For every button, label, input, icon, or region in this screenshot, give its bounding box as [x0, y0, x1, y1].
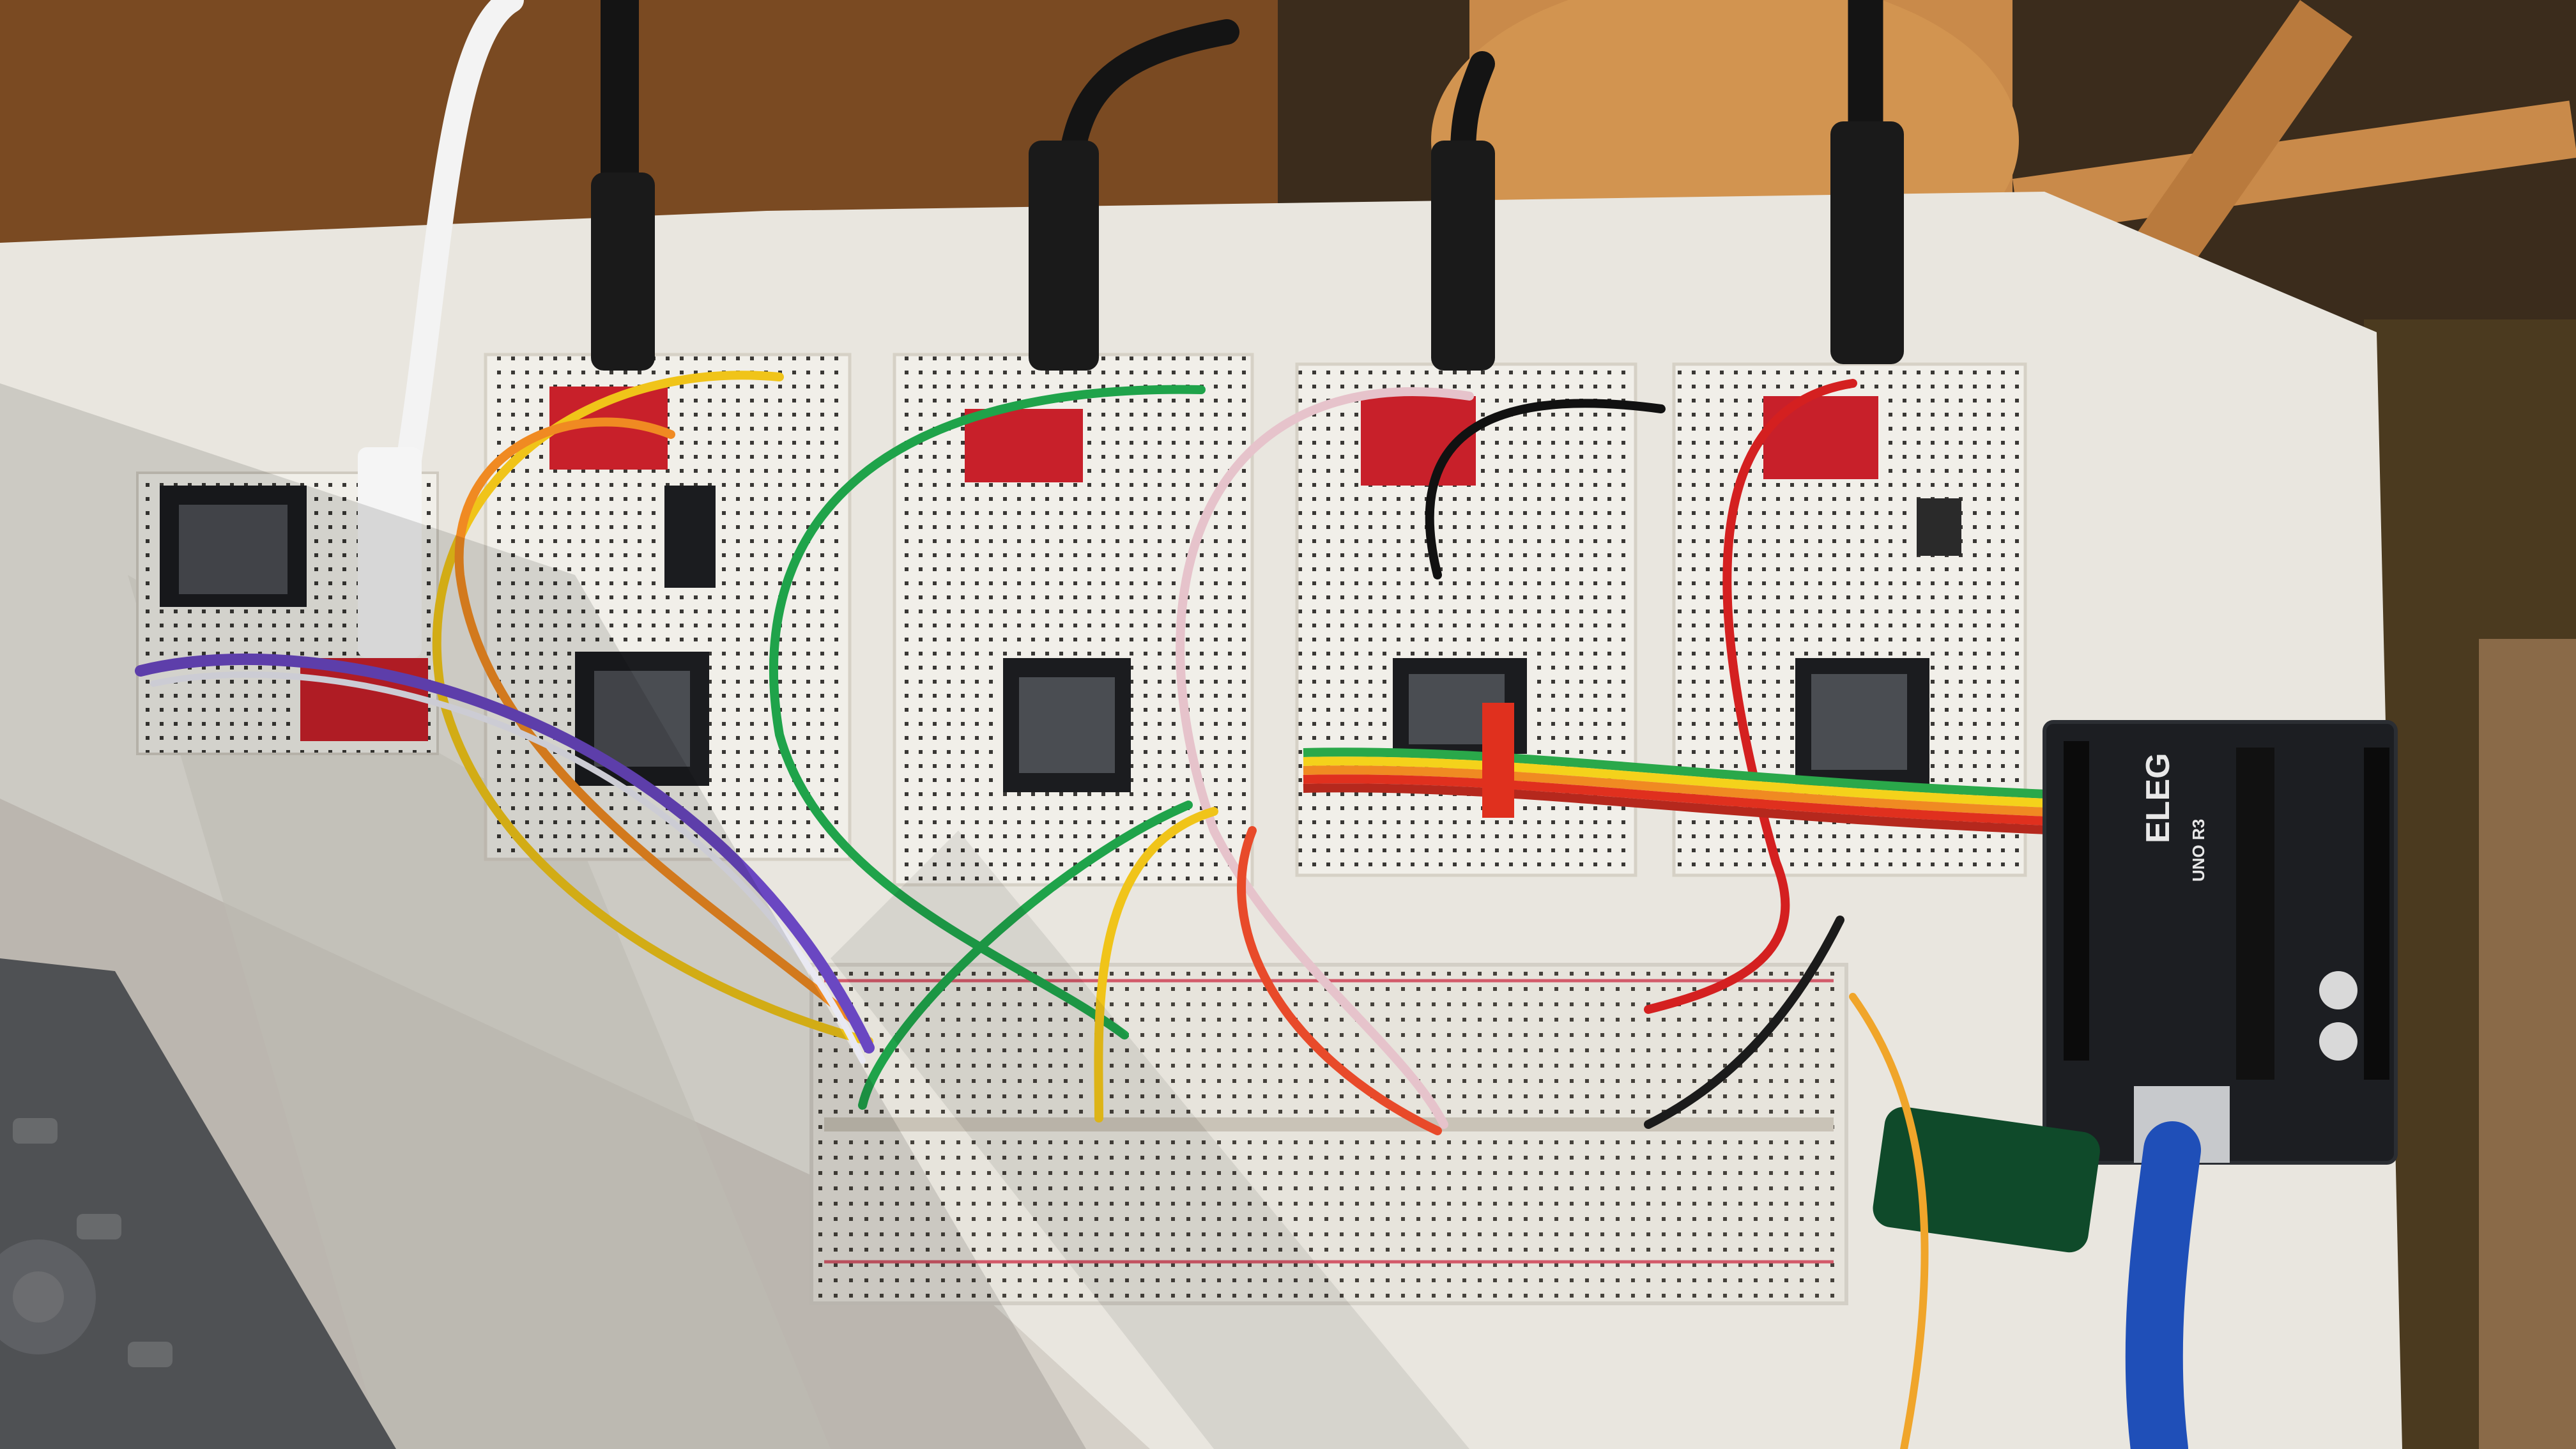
- main-breadboard: [809, 963, 1848, 1305]
- remote-control: [0, 958, 396, 1449]
- arduino-model-text: UNO R3: [2189, 819, 2208, 882]
- usb-cable: [1849, 993, 2201, 1449]
- audio-module-breadboard: [893, 353, 1254, 887]
- shadow-overlay: [0, 383, 1469, 1449]
- white-cable: [358, 0, 524, 658]
- arduino-brand-text: ELEG: [2140, 753, 2177, 843]
- arduino-uno: ELEG UNO R3: [2043, 720, 2398, 1165]
- headphone-jack: [591, 0, 1904, 371]
- ribbon-cable: [1303, 703, 2173, 839]
- jumper-wires: [135, 371, 1857, 1135]
